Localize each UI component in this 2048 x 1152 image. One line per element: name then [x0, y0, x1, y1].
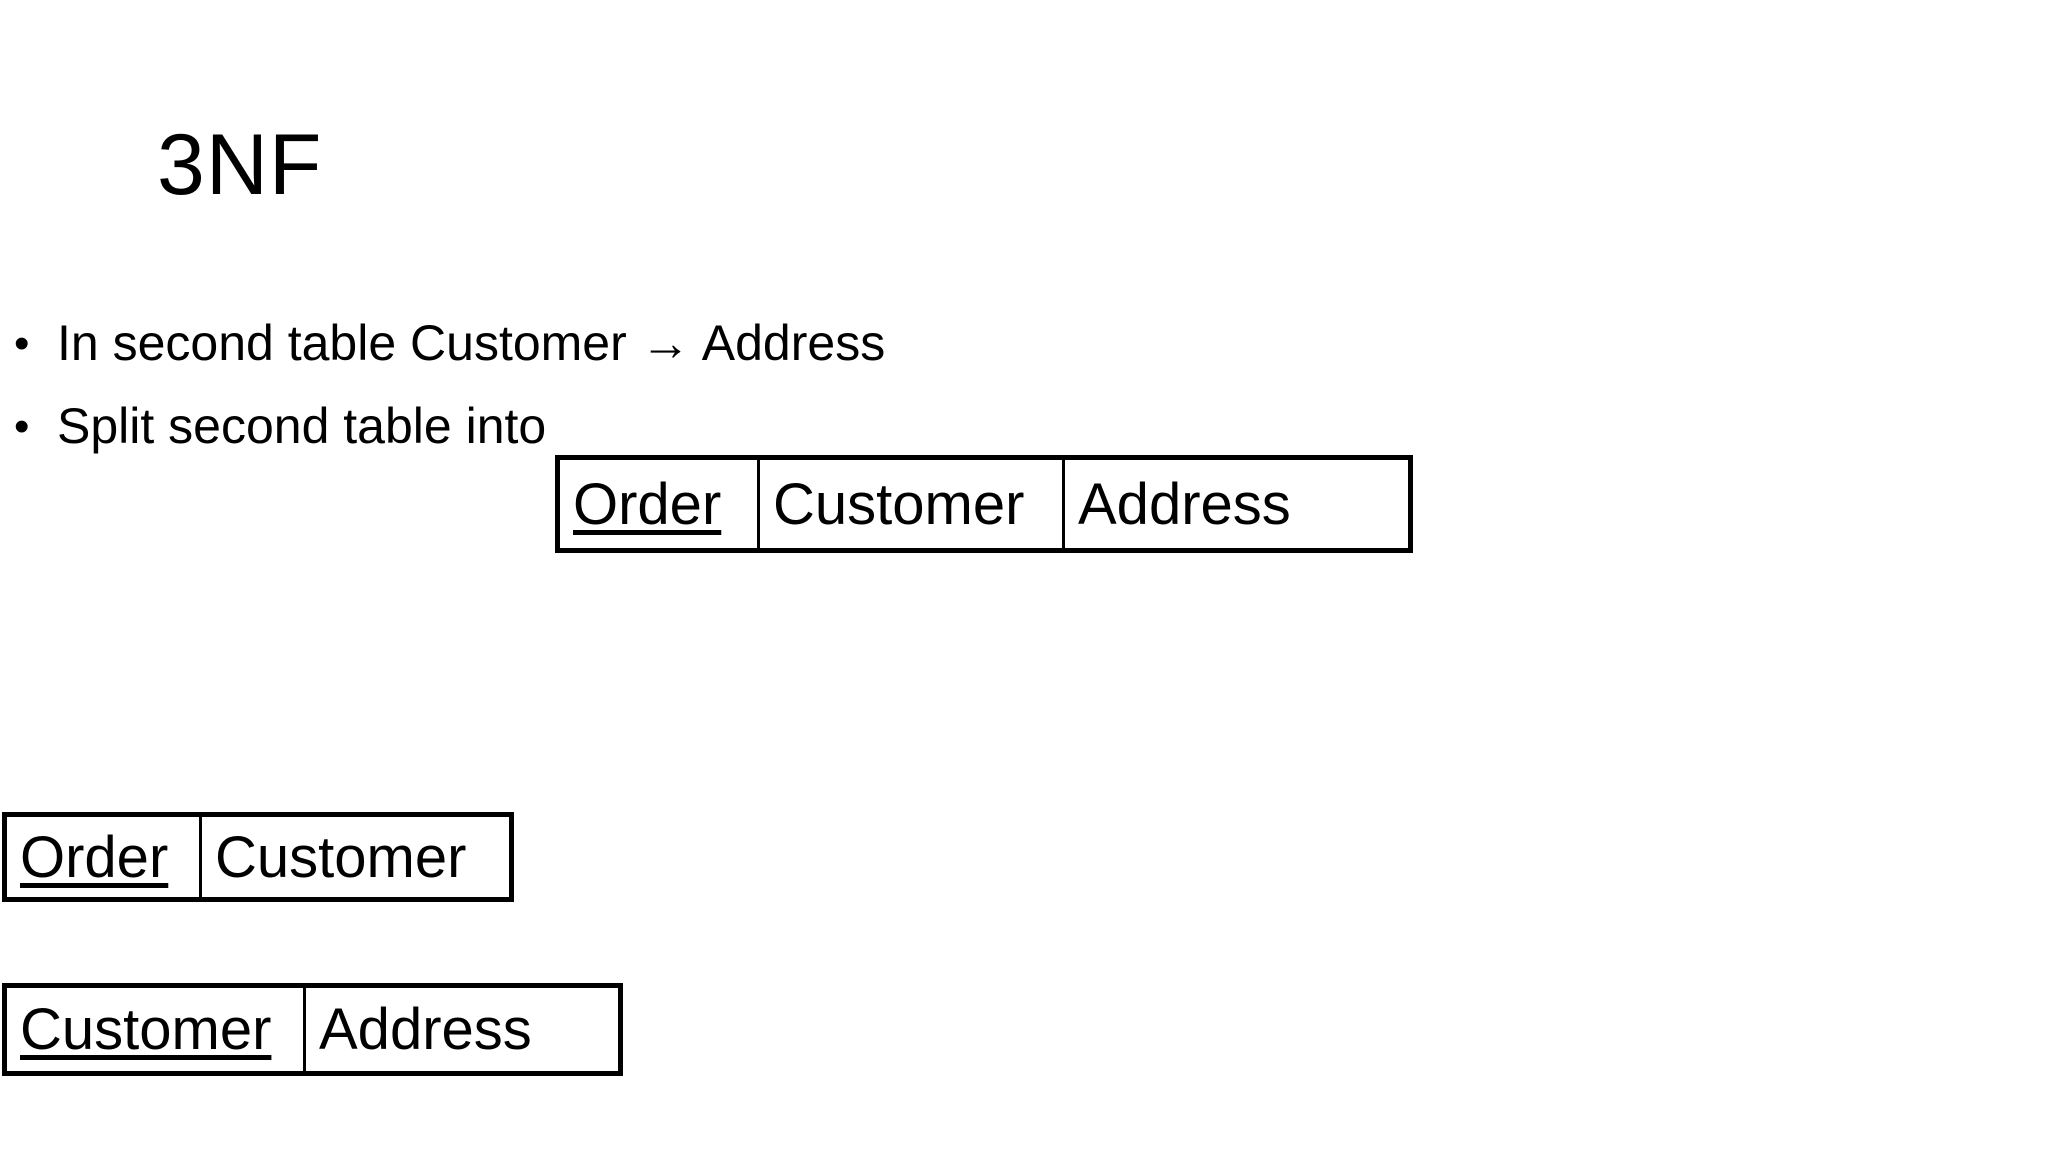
bullet-dot-icon: •	[14, 402, 30, 451]
bullet-dot-icon: •	[14, 319, 30, 368]
page-title: 3NF	[157, 117, 323, 213]
table-cell-customer: Customer	[7, 988, 306, 1071]
relation-table-order-customer-address: Order Customer Address	[555, 455, 1413, 553]
relation-table-order-customer: Order Customer	[2, 812, 514, 902]
bullet-item: • In second table Customer → Address	[14, 314, 885, 373]
key-attribute-label: Customer	[20, 997, 272, 1062]
relation-table-customer-address: Customer Address	[2, 983, 623, 1076]
bullet-item: • Split second table into	[14, 397, 885, 456]
table-cell-order: Order	[560, 460, 760, 548]
attribute-label: Address	[1078, 471, 1291, 537]
table-cell-order: Order	[7, 817, 202, 897]
table-cell-customer: Customer	[202, 817, 509, 897]
attribute-label: Address	[319, 997, 532, 1062]
table-cell-customer: Customer	[760, 460, 1065, 548]
key-attribute-label: Order	[573, 471, 722, 537]
bullet-list: • In second table Customer → Address • S…	[14, 314, 885, 480]
table-cell-address: Address	[1065, 460, 1408, 548]
attribute-label: Customer	[773, 471, 1025, 537]
key-attribute-label: Order	[20, 824, 169, 890]
attribute-label: Customer	[215, 824, 467, 890]
bullet-text-functional-dependency: In second table Customer → Address	[57, 315, 886, 371]
table-cell-address: Address	[306, 988, 618, 1071]
bullet-text-split-table: Split second table into	[57, 398, 547, 454]
